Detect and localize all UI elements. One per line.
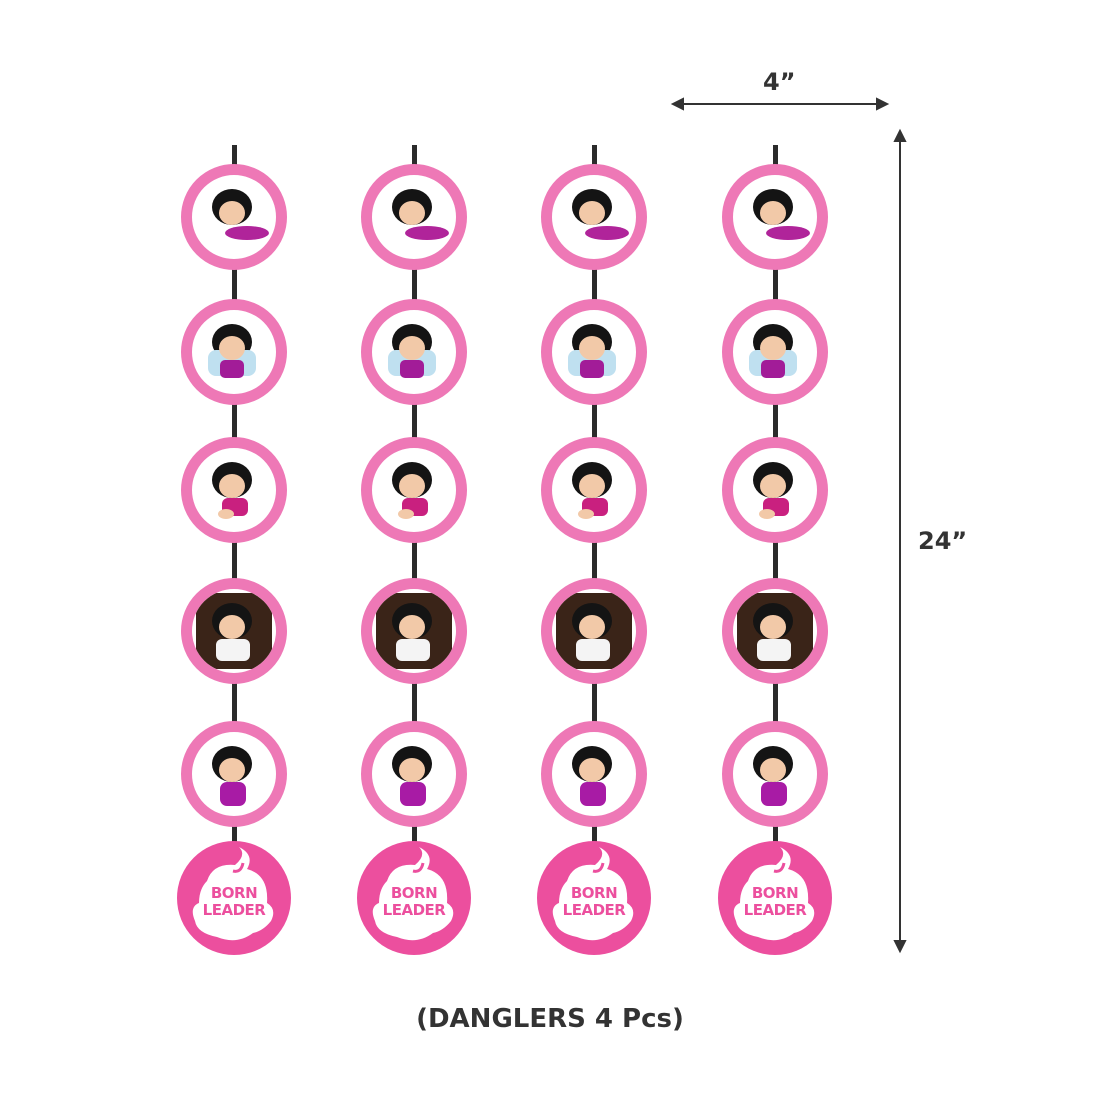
dangler-disc — [722, 578, 828, 684]
badge-line-1: BORN — [210, 884, 258, 902]
baby-illustration-phone — [572, 462, 612, 519]
baby-illustration-lying — [572, 189, 629, 240]
baby-illustration-sitting — [392, 746, 432, 806]
baby-illustration-armchair — [196, 593, 272, 669]
dangler-disc — [181, 164, 287, 270]
baby-illustration-sitting — [212, 746, 252, 806]
baby-illustration-high-chair — [749, 324, 797, 378]
dangler-disc — [541, 578, 647, 684]
badge-line-2: LEADER — [743, 901, 807, 919]
dangler-disc — [541, 164, 647, 270]
caption: (DANGLERS 4 Pcs) — [416, 1004, 684, 1034]
dangler-disc — [361, 164, 467, 270]
dangler-disc — [181, 721, 287, 827]
baby-illustration-armchair — [737, 593, 813, 669]
dangler-disc — [181, 578, 287, 684]
baby-illustration-sitting — [572, 746, 612, 806]
height-label: 24” — [918, 527, 968, 555]
dangler-disc — [541, 437, 647, 543]
baby-illustration-lying — [392, 189, 449, 240]
baby-illustration-high-chair — [208, 324, 256, 378]
baby-illustration-high-chair — [388, 324, 436, 378]
baby-illustration-high-chair — [568, 324, 616, 378]
badge-line-1: BORN — [570, 884, 618, 902]
dangler-disc — [361, 578, 467, 684]
baby-illustration-lying — [753, 189, 810, 240]
dangler-disc — [722, 299, 828, 405]
badge-line-2: LEADER — [382, 901, 446, 919]
dangler-disc — [541, 299, 647, 405]
dangler-disc — [541, 721, 647, 827]
badge-line-1: BORN — [390, 884, 438, 902]
dangler-disc — [361, 721, 467, 827]
baby-illustration-armchair — [376, 593, 452, 669]
baby-illustration-armchair — [556, 593, 632, 669]
badge-line-2: LEADER — [202, 901, 266, 919]
baby-illustration-phone — [753, 462, 793, 519]
baby-illustration-phone — [392, 462, 432, 519]
baby-illustration-phone — [212, 462, 252, 519]
dangler-disc — [722, 164, 828, 270]
baby-head-silhouette-icon — [733, 847, 815, 941]
dangler-disc — [722, 437, 828, 543]
width-label: 4” — [763, 68, 796, 96]
baby-head-silhouette-icon — [552, 847, 634, 941]
dangler-disc — [361, 299, 467, 405]
baby-head-silhouette-icon — [192, 847, 274, 941]
badge-line-2: LEADER — [562, 901, 626, 919]
badge-line-1: BORN — [751, 884, 799, 902]
dangler-disc — [361, 437, 467, 543]
baby-illustration-lying — [212, 189, 269, 240]
baby-head-silhouette-icon — [372, 847, 454, 941]
baby-illustration-sitting — [753, 746, 793, 806]
dangler-disc — [722, 721, 828, 827]
dangler-disc — [181, 437, 287, 543]
dangler-disc — [181, 299, 287, 405]
